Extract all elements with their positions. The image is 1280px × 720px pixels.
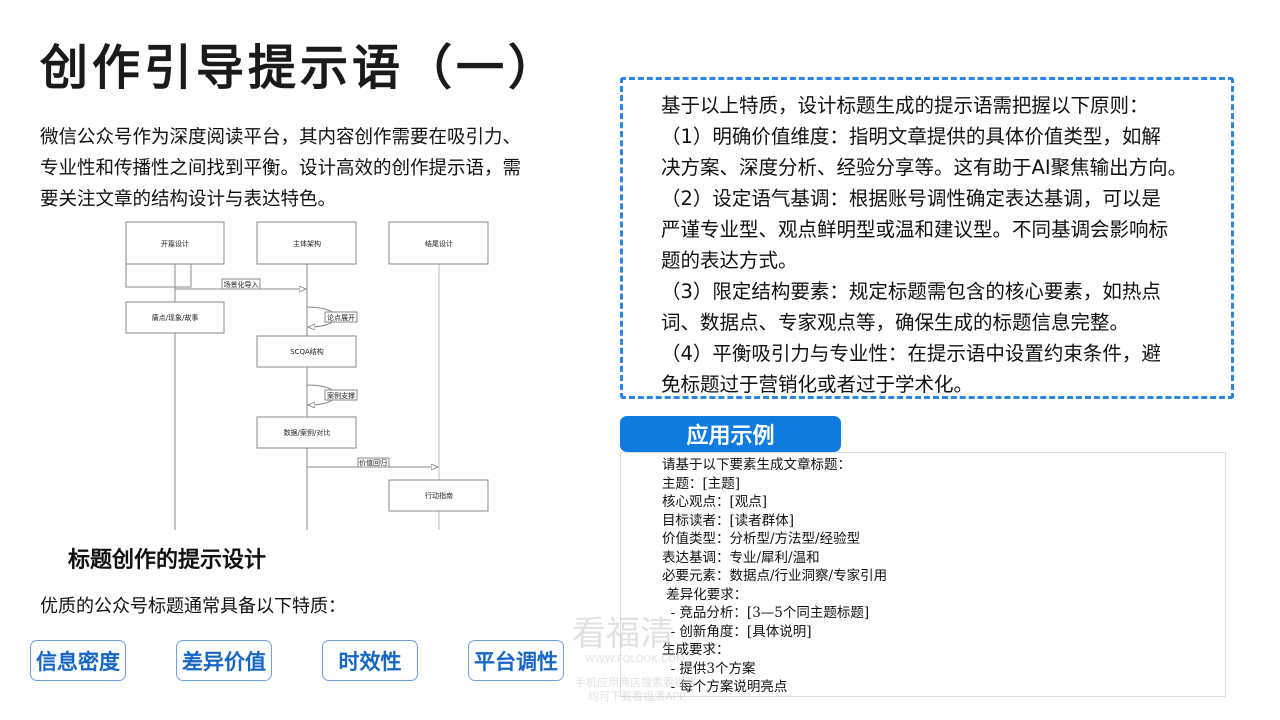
sequence-diagram: 开篇设计 主体架构 结尾设计 痛点/现象/故事 SCQA结构 数据/案例/对比 … — [125, 221, 489, 530]
principle-line: （2）设定语气基调：根据账号调性确定表达基调，可以是 — [661, 187, 1161, 210]
lane-box — [256, 221, 357, 265]
message-label: 论点展开 — [327, 313, 355, 322]
lane-box — [125, 221, 225, 265]
step-label: 行动指南 — [425, 491, 453, 500]
message-label: 场景化导入 — [224, 280, 259, 289]
intro-line: 微信公众号作为深度阅读平台，其内容创作需要在吸引力、 — [40, 127, 522, 148]
principle-line: 免标题过于营销化或者过于学术化。 — [661, 373, 974, 396]
lane-box — [388, 221, 489, 265]
lane-label: 主体架构 — [293, 239, 321, 248]
example-line: 价值类型：分析型/方法型/经验型 — [662, 531, 861, 547]
section-subtitle: 标题创作的提示设计 — [68, 548, 267, 573]
step-label: 痛点/现象/故事 — [152, 313, 199, 322]
step-box — [125, 301, 225, 334]
example-line: 差异化要求： — [662, 586, 748, 603]
label-bg — [324, 389, 358, 401]
principle-line: （4）平衡吸引力与专业性：在提示语中设置约束条件，避 — [661, 342, 1161, 365]
principle-line: 题的表达方式。 — [661, 249, 798, 272]
example-line: 生成要求： — [662, 642, 730, 658]
activation-box — [125, 263, 192, 288]
intro-line: 要关注文章的结构设计与表达特色。 — [40, 189, 337, 210]
label-bg — [324, 311, 358, 323]
principle-line: 决方案、深度分析、经验分享等。这有助于AI聚焦输出方向。 — [661, 156, 1188, 179]
principles-box: 基于以上特质，设计标题生成的提示语需把握以下原则： （1）明确价值维度：指明文章… — [620, 77, 1234, 399]
label-bg — [357, 457, 390, 468]
principle-line: 词、数据点、专家观点等，确保生成的标题信息完整。 — [661, 311, 1130, 334]
intro-paragraph: 微信公众号作为深度阅读平台，其内容创作需要在吸引力、 专业性和传播性之间找到平衡… — [40, 122, 600, 215]
principle-line: 严谨专业型、观点鲜明型或温和建议型。不同基调会影响标 — [661, 218, 1169, 241]
principle-line: （1）明确价值维度：指明文章提供的具体价值类型，如解 — [661, 125, 1161, 148]
example-line: 核心观点：[观点] — [662, 494, 768, 510]
step-box — [388, 479, 489, 512]
step-box — [256, 416, 357, 449]
page-title: 创作引导提示语（一） — [40, 40, 561, 96]
label-bg — [221, 278, 261, 290]
tag-platform-tone: 平台调性 — [468, 640, 564, 681]
message-label: 案例支撑 — [327, 391, 355, 400]
step-label: 数据/案例/对比 — [284, 428, 331, 437]
example-line: 目标读者：[读者群体] — [662, 512, 795, 529]
example-line: - 创新角度：[具体说明] — [662, 623, 812, 640]
example-line: - 提供3个方案 — [662, 660, 756, 677]
message-label: 价值回归 — [359, 458, 387, 467]
example-line: 必要元素：数据点/行业洞察/专家引用 — [662, 568, 888, 584]
example-line: - 竞品分析：[3—5个同主题标题] — [662, 605, 870, 621]
lane-label: 开篇设计 — [161, 239, 189, 248]
step-label: SCQA结构 — [290, 347, 324, 356]
lane-label: 结尾设计 — [425, 239, 453, 248]
example-line: 表达基调：专业/犀利/温和 — [662, 549, 820, 566]
example-prompt-box: 请基于以下要素生成文章标题： 主题：[主题] 核心观点：[观点] 目标读者：[读… — [620, 452, 1226, 697]
principle-line: 基于以上特质，设计标题生成的提示语需把握以下原则： — [661, 94, 1149, 117]
tag-timeliness: 时效性 — [322, 640, 418, 681]
example-line: 请基于以下要素生成文章标题： — [662, 457, 851, 473]
tag-differentiation: 差异价值 — [176, 640, 272, 681]
tag-info-density: 信息密度 — [30, 640, 126, 681]
intro-line: 专业性和传播性之间找到平衡。设计高效的创作提示语，需 — [40, 158, 522, 179]
principle-line: （3）限定结构要素：规定标题需包含的核心要素，如热点 — [661, 280, 1161, 303]
step-box — [256, 335, 357, 368]
application-example-header: 应用示例 — [620, 416, 841, 452]
features-intro: 优质的公众号标题通常具备以下特质： — [40, 596, 346, 617]
example-line: 主题：[主题] — [662, 475, 741, 492]
example-line: - 每个方案说明亮点 — [662, 679, 788, 695]
